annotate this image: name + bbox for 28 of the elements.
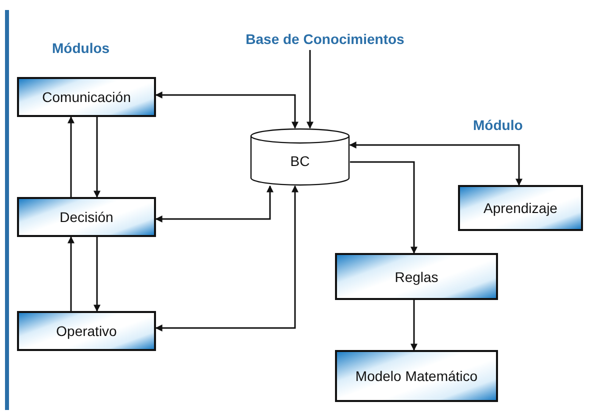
connector-arrow	[410, 300, 418, 351]
connector-arrow	[155, 185, 298, 332]
node-label: Comunicación	[42, 89, 131, 105]
node-label: Decisión	[60, 209, 114, 225]
connector-arrow	[349, 142, 522, 186]
process-box	[458, 185, 583, 231]
connector-arrow	[94, 117, 100, 198]
process-box	[17, 311, 156, 351]
node-label: BC	[290, 153, 310, 169]
connector-arrow	[350, 161, 418, 254]
section-heading: Módulos	[52, 40, 110, 56]
connector-arrow	[306, 50, 314, 129]
database-cylinder	[250, 128, 350, 186]
section-heading: Módulo	[473, 117, 523, 133]
node-label: Aprendizaje	[484, 200, 558, 216]
connector-arrow	[94, 237, 100, 312]
process-box	[17, 77, 156, 117]
process-box	[17, 197, 156, 237]
node-label: Reglas	[394, 268, 438, 284]
connector-arrow	[68, 236, 74, 311]
connector-arrow	[155, 185, 274, 222]
process-box	[335, 350, 498, 402]
process-box	[335, 253, 498, 300]
node-label: Operativo	[56, 323, 117, 339]
node-label: Modelo Matemático	[355, 368, 478, 384]
connector-arrow	[155, 92, 298, 129]
heading-text: Base de Conocimientos	[230, 28, 420, 50]
connector-arrow	[68, 116, 74, 197]
